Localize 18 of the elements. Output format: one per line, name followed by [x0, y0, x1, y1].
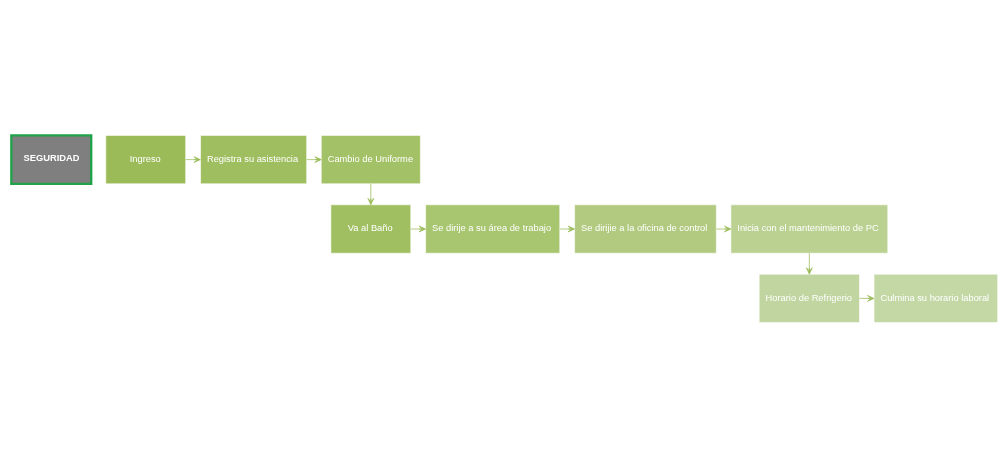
node-box: Cambio de Uniforme — [320, 135, 421, 185]
node-box: Culmina su horario laboral — [873, 273, 998, 323]
arrow — [805, 252, 813, 275]
node-box: Registra su asistencia — [199, 135, 307, 185]
arrow — [184, 156, 201, 163]
arrow — [367, 183, 374, 206]
node-box: Inicia con el mantenimiento de PC — [730, 204, 888, 254]
node-box: Se dirije a su área de trabajo — [424, 204, 560, 254]
arrow — [409, 225, 426, 233]
node-box: SEGURIDAD — [9, 134, 92, 185]
arrow — [858, 295, 874, 302]
arrow — [305, 156, 322, 163]
node-box: Se dirijie a la oficina de control — [573, 204, 717, 254]
node-box: Va al Baño — [330, 204, 411, 254]
arrow — [558, 225, 575, 233]
node-box: Ingreso — [105, 135, 186, 185]
arrow — [715, 225, 731, 233]
node-box: Horario de Refrigerio — [758, 273, 860, 323]
